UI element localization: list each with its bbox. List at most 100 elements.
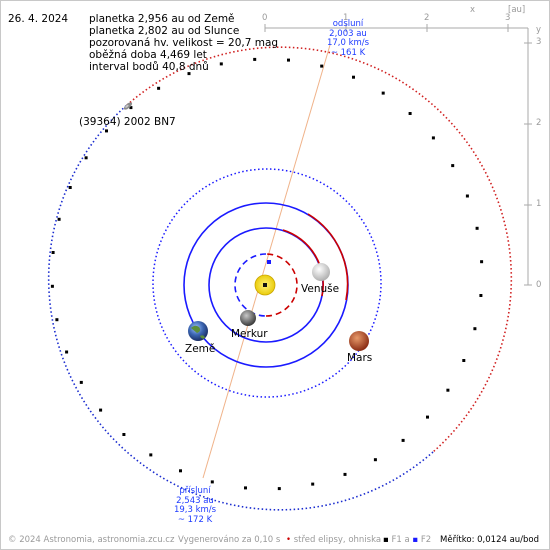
asteroid-point-marker bbox=[462, 359, 466, 362]
sun-distance: planetka 2,802 au od Slunce bbox=[89, 25, 240, 37]
asteroid-point-marker bbox=[381, 91, 385, 95]
apsis-line bbox=[202, 44, 331, 479]
axis-ticks bbox=[264, 24, 532, 286]
asteroid-point-marker bbox=[473, 327, 477, 331]
asteroid-point-marker bbox=[479, 294, 483, 297]
asteroid-point-marker bbox=[244, 486, 247, 490]
asteroid-point-marker bbox=[129, 106, 133, 110]
asteroid-point-marker bbox=[408, 112, 412, 115]
earth-distance: planetka 2,956 au od Země bbox=[89, 13, 235, 25]
asteroid-point-marker bbox=[311, 482, 315, 486]
aphelion-speed: 17,0 km/s bbox=[326, 38, 370, 48]
asteroid-point-marker bbox=[465, 194, 469, 198]
scale-label: Měřítko: 0,0124 au/bod bbox=[440, 535, 540, 545]
asteroid-point-marker bbox=[149, 453, 153, 457]
y-tick-2: 2 bbox=[536, 118, 542, 128]
perihelion-speed: 19,3 km/s bbox=[173, 505, 217, 515]
asteroid-point-marker bbox=[187, 72, 191, 76]
asteroid-point-marker bbox=[475, 226, 479, 230]
asteroid-point-marker bbox=[277, 487, 281, 491]
mercury-label: Merkur bbox=[231, 328, 268, 340]
x-tick-3: 3 bbox=[505, 13, 511, 23]
asteroid-point-marker bbox=[373, 458, 377, 462]
asteroid-orbit-far bbox=[126, 46, 513, 453]
asteroid-name: (39364) 2002 BN7 bbox=[79, 116, 176, 128]
earth-label: Země bbox=[185, 343, 216, 355]
asteroid-point-marker bbox=[84, 156, 88, 160]
legend-foci: ▪ F1 a ▪ F2 bbox=[383, 535, 432, 546]
mars-orbit bbox=[152, 168, 382, 398]
asteroid-point-marker bbox=[57, 217, 61, 221]
asteroid-point-marker bbox=[51, 251, 55, 254]
legend-blue-dot: ▪ bbox=[412, 535, 419, 545]
y-axis-name: y bbox=[536, 25, 542, 35]
asteroid-point-marker bbox=[50, 284, 54, 288]
asteroid-point-marker bbox=[68, 186, 72, 189]
legend-ellipse-center: • střed elipsy, ohniska bbox=[286, 535, 382, 546]
perihelion-annotation: přísluní 2,543 au 19,3 km/s ~ 172 K bbox=[172, 486, 218, 525]
asteroid-point-marker bbox=[431, 136, 435, 140]
asteroid-point-marker bbox=[352, 75, 355, 79]
earth-continents bbox=[191, 325, 205, 339]
mercury-icon bbox=[240, 310, 256, 326]
legend-ellipse-text: střed elipsy, ohniska bbox=[293, 535, 382, 545]
y-tick-3: 3 bbox=[536, 37, 542, 47]
aphelion-temp: ~ 161 K bbox=[330, 47, 366, 58]
orbital-period: oběžná doba 4,469 let bbox=[89, 49, 207, 61]
asteroid-point-marker bbox=[320, 64, 324, 68]
asteroid-point-markers bbox=[50, 57, 484, 491]
mars-label: Mars bbox=[347, 352, 373, 364]
asteroid-point-marker bbox=[55, 318, 59, 322]
focus-marker bbox=[267, 260, 271, 264]
asteroid-point-marker bbox=[122, 433, 126, 436]
x-tick-0: 0 bbox=[262, 13, 268, 23]
asteroid-orbit-near bbox=[47, 104, 434, 511]
asteroid-icon bbox=[123, 102, 133, 110]
asteroid-point-marker bbox=[253, 57, 257, 61]
asteroid-point-marker bbox=[287, 58, 290, 62]
asteroid-point-marker bbox=[179, 469, 182, 473]
legend-black-dot: ▪ bbox=[383, 535, 389, 545]
mercury-orbit-far bbox=[265, 253, 298, 317]
asteroid-point-marker bbox=[210, 480, 214, 484]
earth-orbit-red-arc bbox=[307, 213, 349, 301]
x-tick-2: 2 bbox=[424, 13, 430, 23]
point-interval: interval bodů 40,8 dnů bbox=[89, 61, 209, 73]
aphelion-annotation: odsluní 2,003 au 17,0 km/s ~ 161 K bbox=[325, 19, 371, 58]
venus-orbit-red-arc bbox=[282, 229, 324, 297]
asteroid-point-marker bbox=[426, 415, 429, 419]
asteroid-point-marker bbox=[401, 438, 405, 442]
y-tick-1: 1 bbox=[536, 199, 542, 209]
generation-time: Vygenerováno za 0,10 s bbox=[178, 535, 281, 545]
magnitude: pozorovaná hv. velikost = 20,7 mag bbox=[89, 37, 279, 49]
aphelion-distance: 2,003 au bbox=[329, 28, 367, 39]
x-tick-1: 1 bbox=[343, 13, 349, 23]
asteroid-point-marker bbox=[219, 62, 223, 66]
sun-center-marker bbox=[263, 283, 267, 287]
asteroid-point-marker bbox=[99, 408, 103, 412]
asteroid-point-marker bbox=[446, 388, 450, 392]
asteroid-point-marker bbox=[451, 164, 455, 168]
perihelion-temp: ~ 172 K bbox=[177, 514, 213, 525]
axis-unit: [au] bbox=[508, 5, 526, 15]
legend-f2-text: F2 bbox=[420, 535, 432, 545]
asteroid-point-marker bbox=[343, 472, 347, 476]
perihelion-distance: 2,543 au bbox=[176, 495, 214, 506]
asteroid-point-marker bbox=[157, 86, 161, 90]
x-axis-name: x bbox=[470, 5, 476, 15]
asteroid-point-marker bbox=[480, 260, 484, 264]
aphelion-label: odsluní bbox=[332, 19, 364, 29]
venus-label: Venuše bbox=[301, 283, 340, 295]
asteroid-point-marker bbox=[105, 129, 108, 133]
legend-red-dot: • bbox=[286, 535, 292, 545]
copyright: © 2024 Astronomia, astronomia.zcu.cz bbox=[8, 535, 175, 545]
perihelion-label: přísluní bbox=[179, 486, 211, 496]
mars-icon bbox=[349, 331, 369, 351]
y-tick-0: 0 bbox=[536, 280, 542, 290]
asteroid-point-marker bbox=[65, 350, 69, 354]
asteroid-point-marker bbox=[79, 380, 83, 384]
venus-icon bbox=[312, 263, 330, 281]
